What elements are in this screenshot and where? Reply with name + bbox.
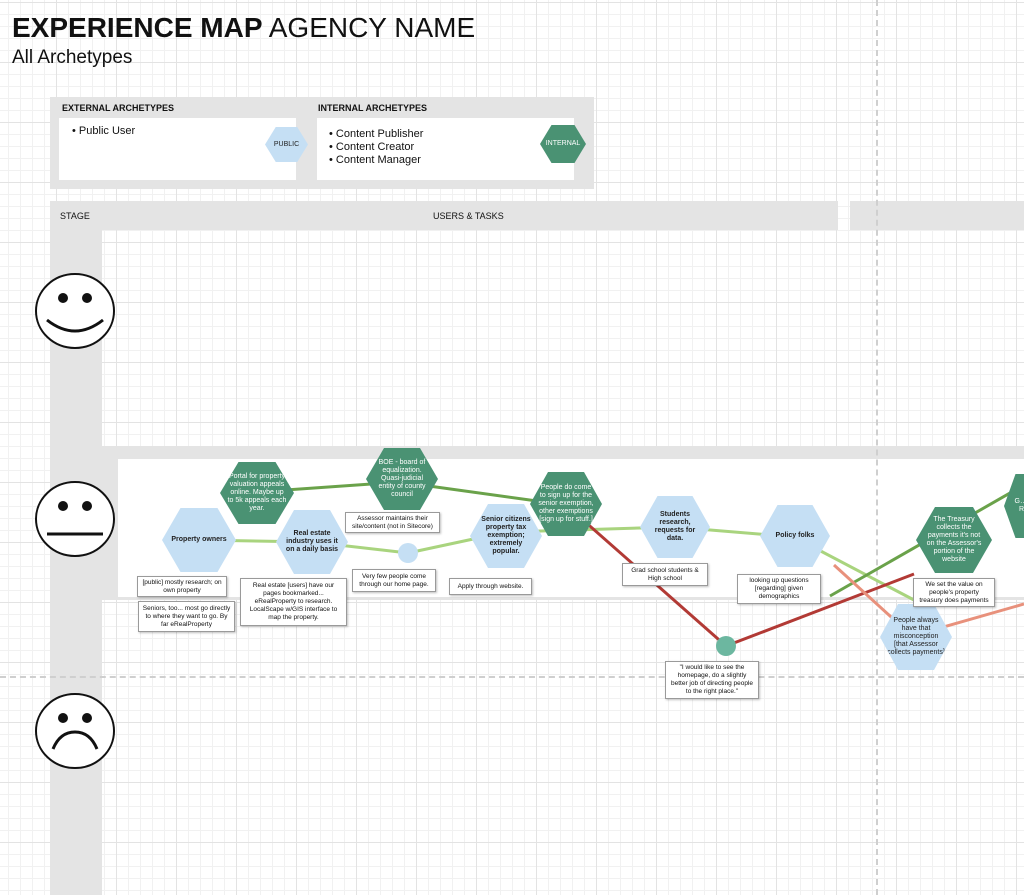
note-questions: looking up questions [regarding] given d… bbox=[737, 574, 821, 604]
page-subtitle: All Archetypes bbox=[12, 47, 133, 68]
note-homepage-quote: "I would like to see the homepage, do a … bbox=[665, 661, 759, 699]
line-red-up bbox=[725, 572, 915, 648]
internal-badge: INTERNAL bbox=[540, 125, 586, 163]
internal-archetypes-list: Content Publisher Content Creator Conten… bbox=[329, 128, 423, 167]
users-tasks-label: USERS & TASKS bbox=[433, 211, 504, 221]
note-few-people: Very few people come through our home pa… bbox=[352, 569, 436, 592]
list-item: Content Creator bbox=[329, 141, 423, 154]
circle-marker bbox=[398, 543, 418, 563]
horizontal-guide bbox=[0, 676, 1024, 678]
page-title: EXPERIENCE MAP AGENCY NAME bbox=[12, 12, 475, 44]
hex-real-estate: Real estate industry uses it on a daily … bbox=[276, 510, 348, 574]
hex-misconception: People always have that misconception [t… bbox=[880, 604, 952, 670]
note-grad-school: Grad school students & High school bbox=[622, 563, 708, 586]
stage-header-bar-right bbox=[850, 201, 1024, 230]
hex-students: Students research, requests for data. bbox=[640, 496, 710, 558]
external-archetypes-list: Public User bbox=[72, 125, 135, 138]
hex-policy: Policy folks bbox=[760, 505, 830, 567]
hex-property-owners: Property owners bbox=[162, 508, 236, 572]
note-public-research: [public] mostly research; on own propert… bbox=[137, 576, 227, 597]
list-item: Public User bbox=[72, 125, 135, 138]
list-item: Content Publisher bbox=[329, 128, 423, 141]
circle-marker bbox=[716, 636, 736, 656]
happy-face-icon bbox=[35, 273, 115, 349]
hex-boe: BOE - board of equalization. Quasi-judic… bbox=[366, 448, 438, 510]
title-rest: AGENCY NAME bbox=[268, 12, 476, 43]
neutral-face-icon bbox=[35, 481, 115, 557]
vertical-guide bbox=[876, 0, 878, 895]
hex-senior-citizens: Senior citizens property tax exemption; … bbox=[470, 504, 542, 568]
note-seniors-too: Seniors, too... most go directly to wher… bbox=[138, 601, 235, 632]
sad-face-icon bbox=[35, 693, 115, 769]
stage-header-bar bbox=[50, 201, 838, 230]
internal-archetypes-heading: INTERNAL ARCHETYPES bbox=[318, 103, 428, 113]
list-item: Content Manager bbox=[329, 154, 423, 167]
note-apply: Apply through website. bbox=[449, 578, 532, 595]
stage-label: STAGE bbox=[60, 211, 90, 221]
note-set-value: We set the value on people's property tr… bbox=[913, 578, 995, 607]
note-real-estate-users: Real estate [users] have our pages bookm… bbox=[240, 578, 347, 626]
hex-treasury: The Treasury collects the payments it's … bbox=[916, 507, 992, 573]
title-bold: EXPERIENCE MAP bbox=[12, 12, 263, 43]
external-archetypes-heading: EXTERNAL ARCHETYPES bbox=[62, 103, 175, 113]
note-assessor: Assessor maintains their site/content (n… bbox=[345, 512, 440, 533]
